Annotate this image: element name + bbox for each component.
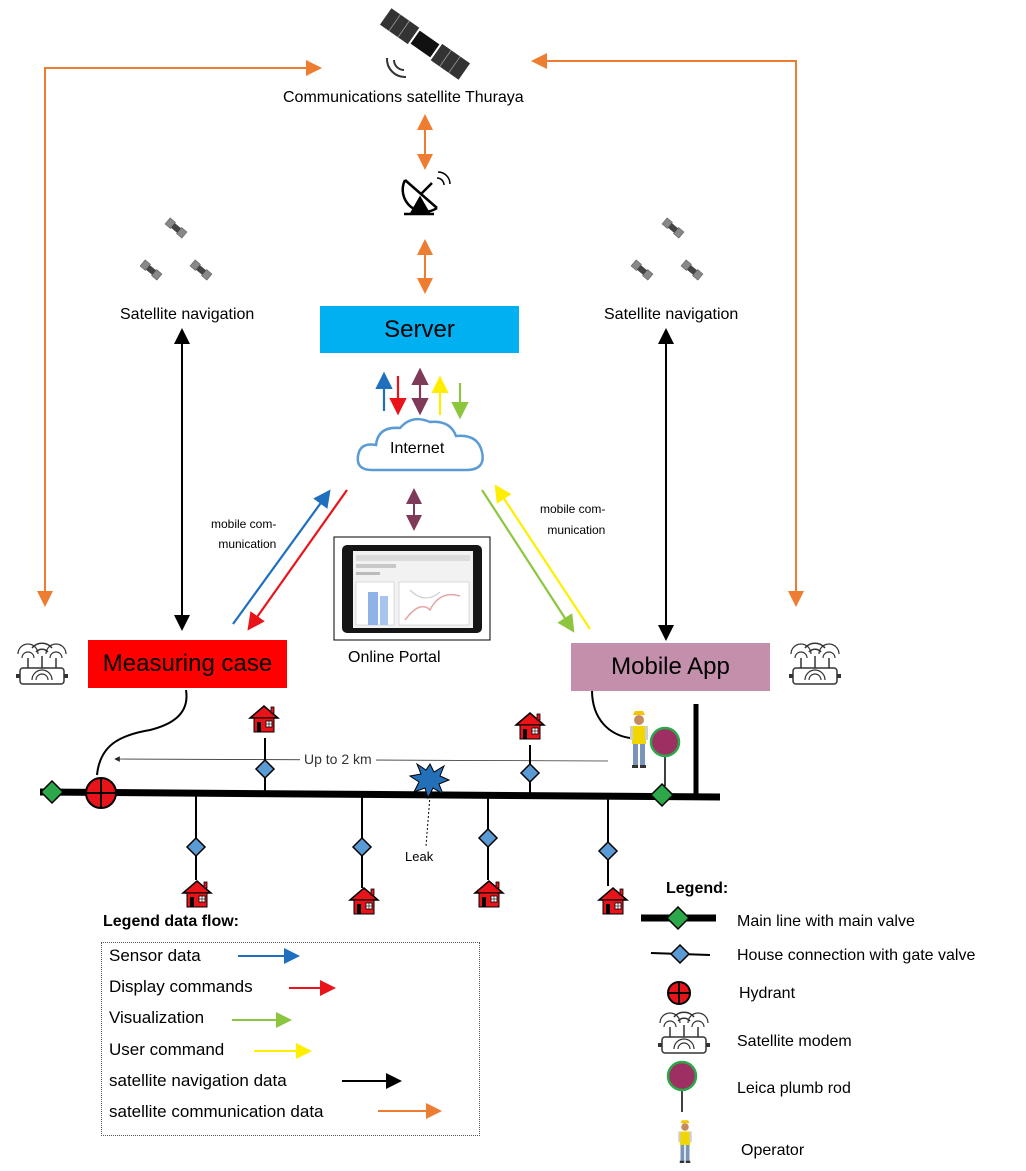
mobile-comm-left-line2: munication <box>218 537 277 551</box>
legend-house-connection-label: House connection with gate valve <box>737 947 976 964</box>
measuring-case-label: Measuring case <box>102 650 273 677</box>
satellite-label: Communications satellite Thuraya <box>283 89 524 106</box>
sensor-data-arrow <box>232 489 331 625</box>
internet-cloud-icon <box>356 417 484 472</box>
legend-main-line-label: Main line with main valve <box>737 913 915 930</box>
nav-satellites-left-icon <box>139 217 213 281</box>
mobile-comm-right-line1: mobile com- <box>540 502 606 516</box>
mobile-comm-left-label: mobile com- munication <box>211 514 276 554</box>
legend-flow-arrows <box>232 948 442 1119</box>
legend-flow-satnav-data: satellite navigation data <box>109 1071 287 1090</box>
legend-flow-user-command: User command <box>109 1040 225 1059</box>
house-connection-bottom-1 <box>182 794 212 908</box>
house-connection-top-2 <box>515 712 545 795</box>
mobile-comm-right-line2: munication <box>547 523 606 537</box>
measuring-case-cable <box>96 689 188 776</box>
mobile-comm-left-line1: mobile com- <box>211 517 277 531</box>
user-command-arrow <box>494 484 591 630</box>
legend-flow-sensor-data: Sensor data <box>109 946 201 965</box>
house-connection-bottom-4 <box>597 797 628 915</box>
legend-flow-display-commands: Display commands <box>109 977 253 996</box>
legend-hydrant-icon <box>667 981 691 1005</box>
house-connection-top-1 <box>249 705 279 793</box>
operator-onsite-icon <box>630 711 648 768</box>
mobile-comm-right-label: mobile com- munication <box>540 499 605 541</box>
legend-flow-satcomm-data: satellite communication data <box>109 1102 324 1121</box>
legend-main-line-valve-icon <box>641 905 716 931</box>
satellite-comm-lines <box>37 53 804 607</box>
main-valve-left-icon <box>39 779 65 805</box>
mobile-app-box: Mobile App <box>571 643 770 691</box>
hydrant-icon <box>85 777 117 809</box>
server-internet-arrows <box>375 367 469 420</box>
mobile-app-cable <box>591 689 631 739</box>
house-connection-bottom-3 <box>474 796 504 908</box>
legend-plumb-rod-icon <box>666 1060 698 1112</box>
leak-burst-icon <box>408 762 451 800</box>
distance-label: Up to 2 km <box>300 751 376 767</box>
main-pipe-line <box>39 788 721 801</box>
online-portal-label: Online Portal <box>348 649 441 666</box>
signal-waves-icon <box>385 57 407 79</box>
plumb-rod-onsite-icon <box>649 726 681 786</box>
online-portal-screenshot <box>333 536 491 641</box>
thuraya-satellite-icon <box>379 8 471 80</box>
server-label: Server <box>384 315 455 343</box>
legend-flow-box: Sensor data Display commands Visualizati… <box>101 942 480 1136</box>
legend-house-valve-icon <box>650 943 711 965</box>
mobile-app-label: Mobile App <box>611 653 730 680</box>
legend-satellite-modem-icon <box>657 1011 711 1054</box>
legend-flow-title: Legend data flow: <box>103 913 239 930</box>
legend-operator-icon <box>678 1120 692 1163</box>
measuring-case-box: Measuring case <box>88 640 287 688</box>
satellite-modem-right-icon <box>788 642 842 685</box>
legend-flow-visualization: Visualization <box>109 1008 205 1027</box>
visualization-arrow <box>481 489 575 633</box>
satnav-left-label: Satellite navigation <box>120 306 255 323</box>
nav-satellites-right-icon <box>630 217 704 281</box>
display-commands-arrow <box>247 489 348 631</box>
legend-hydrant-label: Hydrant <box>739 985 796 1002</box>
satnav-right-label: Satellite navigation <box>604 306 739 323</box>
satellite-modem-left-icon <box>15 642 69 685</box>
satellite-dish-icon <box>401 171 451 216</box>
internet-label: Internet <box>390 440 445 457</box>
house-connection-bottom-2 <box>349 795 379 915</box>
main-valve-right-icon <box>649 782 675 808</box>
legend-plumb-rod-label: Leica plumb rod <box>737 1080 851 1097</box>
leak-label: Leak <box>405 849 434 864</box>
leak-pointer <box>425 795 431 847</box>
legend-title: Legend: <box>666 880 729 897</box>
legend-operator-label: Operator <box>741 1142 805 1159</box>
server-box: Server <box>320 306 519 353</box>
legend-satellite-modem-label: Satellite modem <box>737 1033 852 1050</box>
